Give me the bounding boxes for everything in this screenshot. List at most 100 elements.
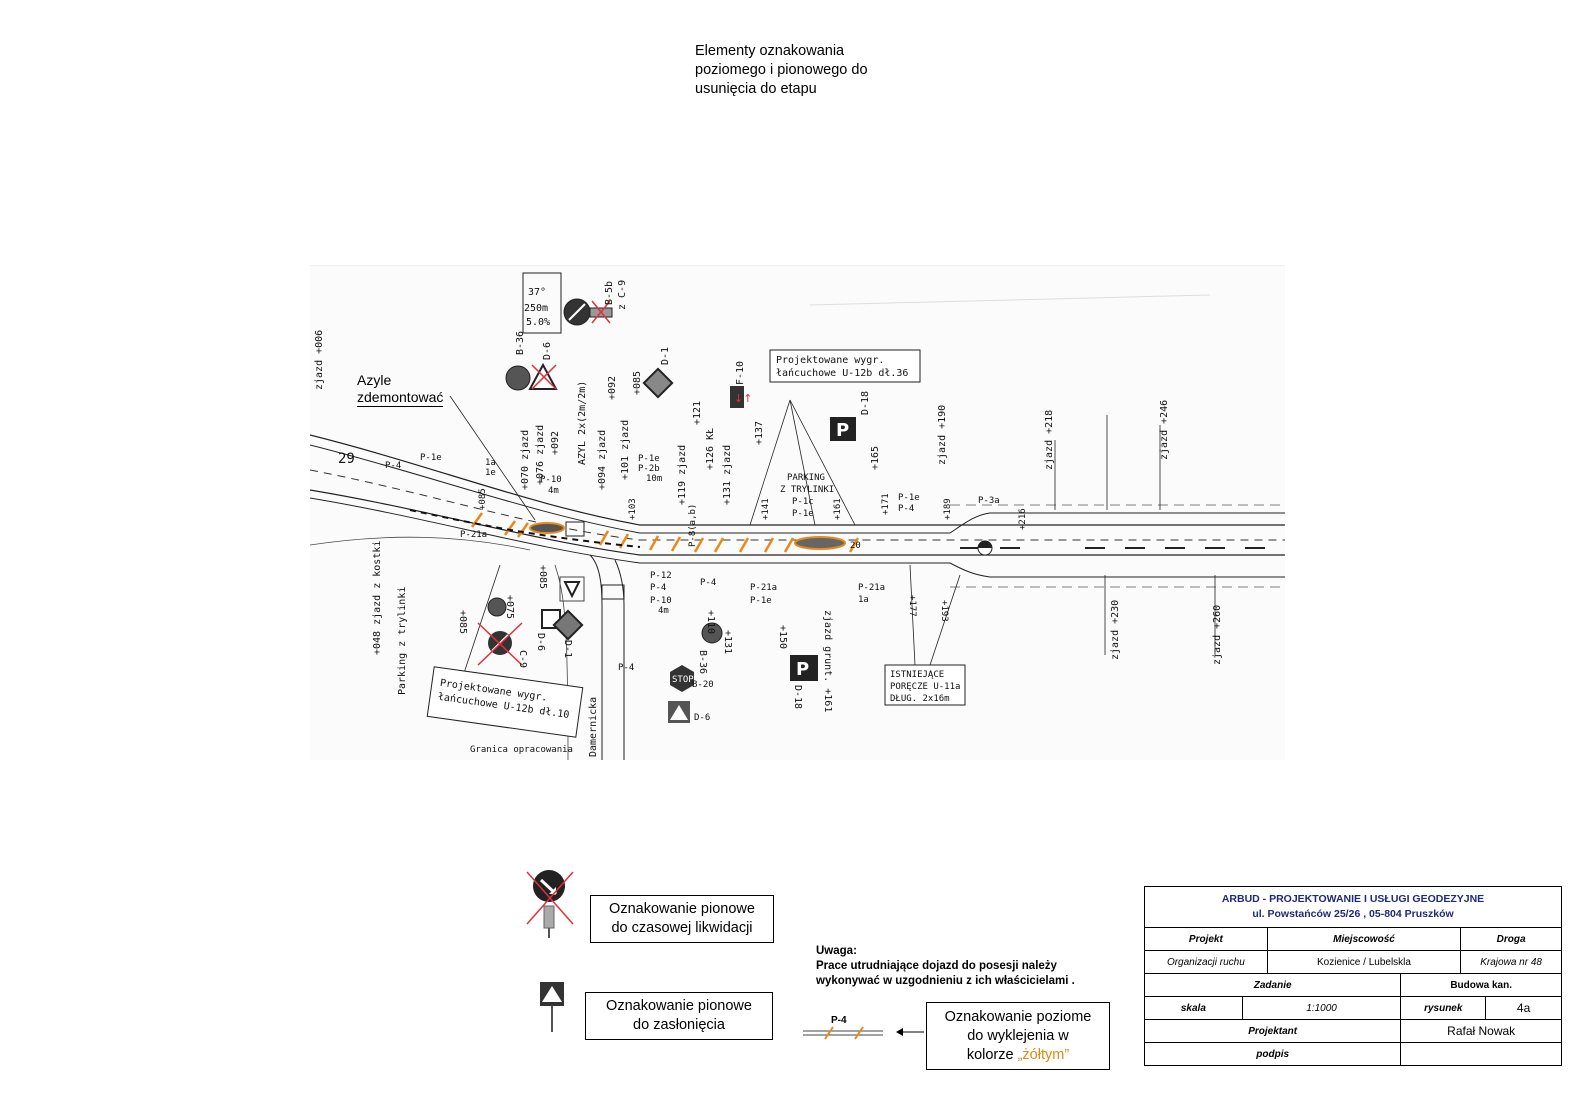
station-label: +070 zjazd [520,430,531,490]
side-road-edge [614,559,625,760]
f10-arrows-icon: ↓↑ [734,392,752,405]
side-road-edge [589,554,603,760]
road-centerline [310,469,1285,541]
value-droga: Krajowa nr 48 [1460,950,1562,974]
station-label: +085 [457,610,468,634]
legend-temp-box: Oznakowanie pionowe do czasowej likwidac… [590,895,774,943]
station-label: zjazd +246 [1159,400,1170,460]
cross-icon [531,364,557,390]
label-podpis: podpis [1143,1042,1402,1066]
cross-icon [591,300,611,324]
island-azyl [794,536,846,550]
marking-label: P-12 [650,571,672,581]
label-zadanie: Zadanie [1143,973,1402,997]
station-label: +092 [607,376,618,400]
station-label: +085 [632,371,643,395]
label-droga: Droga [1460,927,1562,951]
marking-label: P-21a [750,583,777,593]
station-label: +101 zjazd [620,420,631,480]
company-header: ARBUD - PROJEKTOWANIE I USŁUGI GEODEZYJN… [1144,886,1562,928]
callout-line: Azyle [357,372,392,388]
street-label: Damernicka [588,697,599,757]
station-label: +141 [761,498,771,520]
sign-b36c-icon [701,622,723,644]
title-line: poziomego i pionowego do [695,62,868,78]
station-label: zjazd +260 [1212,605,1223,665]
curve-angle: 37° [528,287,546,298]
value-skala: 1:1000 [1241,996,1402,1020]
station-labels-small: +085 +103 +141 +161 +171 +189 +216 +177 … [478,488,1028,621]
legend-horizontal-box: Oznakowanie poziome do wyklejenia w kolo… [926,1002,1110,1070]
station-label: +137 [754,421,765,445]
station-label: +165 [870,446,881,470]
sign-d1-icon [642,367,674,399]
orange-markings [470,512,860,553]
marking-label: 10m [646,474,662,484]
note-text: DŁUG. 2x16m [890,694,950,704]
title-line: Elementy oznakowania [695,43,845,59]
legend-text: do czasowej likwidacji [611,920,753,936]
marking-label: P-4 [385,461,401,471]
legend-temp-sign-icon [526,870,574,938]
sign-label: C-9 [517,650,528,668]
station-labels-top: zjazd +006 B-36 D-6 B-5b z C-9 AZYL 2x(2… [314,280,1170,505]
marking-label: P-1e [792,509,814,519]
marking-label: P-1e [750,596,772,606]
sign-d18-icon [830,417,856,441]
stop-sign-icon [670,665,694,692]
sign-a7-icon [563,581,581,599]
arrow-icon [568,303,586,321]
label-skala: skala [1144,996,1243,1020]
station-label: +171 [881,493,891,515]
station-label: +193 [939,600,949,622]
marking-labels: PARKING Z TRYLINKI P-1e P-4 1a 1e P-10 4… [338,451,1000,723]
label-rysunek: rysunek [1400,996,1487,1020]
station-label: +150 [777,625,788,649]
station-label: +092 [550,431,561,455]
marking-label: P-2b [638,464,660,474]
marking-label: P-21a [460,530,487,540]
sign-label: D-1 [562,640,573,658]
marking-label: P-4 [700,578,716,588]
arrow-left-icon [896,1028,924,1036]
curve-data-box [522,272,562,334]
station-label: +085 [537,565,548,589]
sign-f10-icon [730,386,744,408]
sign-frame [559,576,585,602]
sign-label: F-10 [735,361,746,385]
legend-text: do wyklejenia w [967,1027,1069,1044]
sign-d6c-triangle [670,705,688,720]
marking-label: P-1c [792,497,814,507]
station-label: zjazd +190 [937,405,948,465]
note-box [426,666,584,738]
value-zadanie: Budowa kan. [1400,973,1562,997]
company-name: ARBUD - PROJEKTOWANIE I USŁUGI GEODEZYJN… [1221,893,1485,905]
station-label: zjazd +230 [1110,600,1121,660]
station-label: +216 [1018,508,1028,530]
parking-p-icon: P [836,420,849,441]
parking-label: PARKING [787,473,825,483]
legend-cover-box: Oznakowanie pionowe do zasłonięcia [585,992,773,1040]
marking-label: P-4 [898,504,914,514]
curve-radius: 250m [524,303,548,314]
sign-b36b-icon [487,597,507,617]
station-label: +075 [504,595,515,619]
legend-text: Oznakowanie pionowe [609,901,755,917]
marking-label: P-3a [978,496,1000,506]
marking-label: P-1e [420,453,442,463]
legend-cover-sign-icon [540,982,564,1032]
note-box [884,664,966,706]
sign-label: D-6 [694,713,710,723]
station-label: +161 [833,498,843,520]
station-label: +189 [943,498,953,520]
note-text: łańcuchowe U-12b dł.36 [776,367,908,379]
station-label: zjazd grunt. +161 [822,610,833,712]
station-label: +126 KŁ [705,428,716,470]
curve-slope: 5.0% [526,317,550,328]
note-line: wykonywać w uzgodnieniu z ich właściciel… [816,975,1075,987]
note-text: ISTNIEJĄCE [890,670,944,680]
note-uwaga: Uwaga: Prace utrudniające dojazd do pose… [816,944,1136,989]
road-edge-arc [310,536,531,551]
road-plan-svg: → ↓↑ P [310,265,1285,760]
parking-p-icon: P [796,659,809,680]
